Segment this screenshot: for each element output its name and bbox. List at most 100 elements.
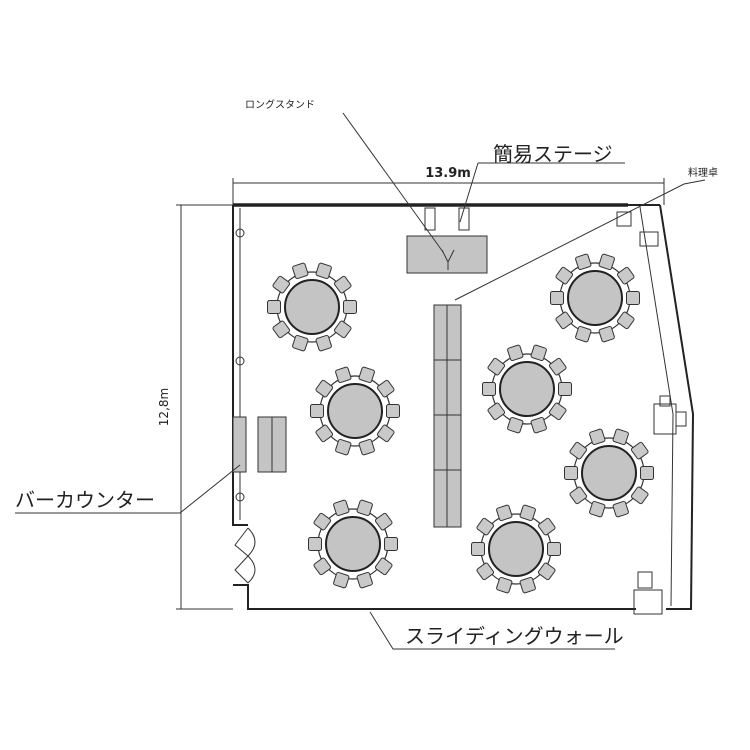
chair xyxy=(343,300,357,314)
chair xyxy=(476,517,495,536)
chair xyxy=(292,334,309,352)
chair xyxy=(537,517,556,536)
table-top xyxy=(284,279,340,335)
chair xyxy=(575,253,592,271)
round-table xyxy=(471,504,561,594)
width-label: 13.9m xyxy=(425,166,471,181)
chair xyxy=(640,466,654,480)
chair xyxy=(471,542,485,556)
chair xyxy=(630,441,649,460)
chair xyxy=(575,325,592,343)
chair xyxy=(496,504,513,522)
chair xyxy=(333,571,350,589)
chair xyxy=(507,416,524,434)
chair xyxy=(335,438,352,456)
chair xyxy=(598,325,615,343)
chair xyxy=(358,366,375,384)
chair xyxy=(313,557,332,576)
chair xyxy=(333,499,350,517)
cooking-table-column xyxy=(433,304,462,528)
chair xyxy=(315,262,332,280)
chair xyxy=(315,379,334,398)
service-station-upper xyxy=(653,395,687,435)
table-top xyxy=(567,270,623,326)
round-table xyxy=(308,499,398,589)
chair xyxy=(589,500,606,518)
round-tables xyxy=(267,253,654,594)
chair xyxy=(487,402,506,421)
chair xyxy=(308,537,322,551)
chair xyxy=(616,266,635,285)
chair xyxy=(598,253,615,271)
chair xyxy=(376,424,395,443)
width-dimension: 13.9m xyxy=(232,166,665,205)
chair xyxy=(315,334,332,352)
bar-counter-label: バーカウンター xyxy=(15,488,155,512)
chair xyxy=(487,357,506,376)
entrance-door xyxy=(234,527,256,584)
long-stand-label: ロングスタンド xyxy=(245,98,315,111)
table-top xyxy=(499,361,555,417)
chair xyxy=(547,542,561,556)
bar-counter xyxy=(232,416,287,473)
chair xyxy=(374,557,393,576)
wall-outlets xyxy=(235,211,659,502)
table-top xyxy=(327,383,383,439)
chair xyxy=(386,404,400,418)
round-table xyxy=(564,428,654,518)
round-table xyxy=(482,344,572,434)
round-table xyxy=(550,253,640,343)
chair xyxy=(356,571,373,589)
chair xyxy=(564,466,578,480)
sliding-wall-label: スライディングウォール xyxy=(405,624,624,648)
chair xyxy=(310,404,324,418)
table-top xyxy=(325,516,381,572)
chair xyxy=(376,379,395,398)
service-station-lower xyxy=(633,571,663,615)
simple-stage-label: 簡易ステージ xyxy=(493,142,613,166)
table-top xyxy=(488,521,544,577)
chair xyxy=(272,275,291,294)
chair xyxy=(530,416,547,434)
round-table xyxy=(310,366,400,456)
chair xyxy=(496,576,513,594)
round-table xyxy=(267,262,357,352)
chair xyxy=(548,357,567,376)
chair xyxy=(272,320,291,339)
chair xyxy=(555,311,574,330)
chair xyxy=(555,266,574,285)
chair xyxy=(630,486,649,505)
chair xyxy=(267,300,281,314)
chair xyxy=(548,402,567,421)
chair xyxy=(507,344,524,362)
chair xyxy=(313,512,332,531)
chair xyxy=(358,438,375,456)
chair xyxy=(519,504,536,522)
chair xyxy=(589,428,606,446)
chair xyxy=(292,262,309,280)
simple-stage xyxy=(406,207,488,274)
chair xyxy=(612,428,629,446)
chair xyxy=(356,499,373,517)
chair xyxy=(315,424,334,443)
chair xyxy=(612,500,629,518)
cooking-table-label: 料理卓 xyxy=(688,166,718,179)
chair xyxy=(384,537,398,551)
chair xyxy=(537,562,556,581)
table-top xyxy=(581,445,637,501)
chair xyxy=(333,320,352,339)
chair xyxy=(374,512,393,531)
chair xyxy=(569,486,588,505)
chair xyxy=(519,576,536,594)
chair xyxy=(616,311,635,330)
chair xyxy=(476,562,495,581)
chair xyxy=(333,275,352,294)
callout-lines xyxy=(15,112,706,650)
chair xyxy=(558,382,572,396)
chair xyxy=(626,291,640,305)
chair xyxy=(530,344,547,362)
chair xyxy=(550,291,564,305)
height-label: 12,8m xyxy=(157,388,171,426)
chair xyxy=(482,382,496,396)
